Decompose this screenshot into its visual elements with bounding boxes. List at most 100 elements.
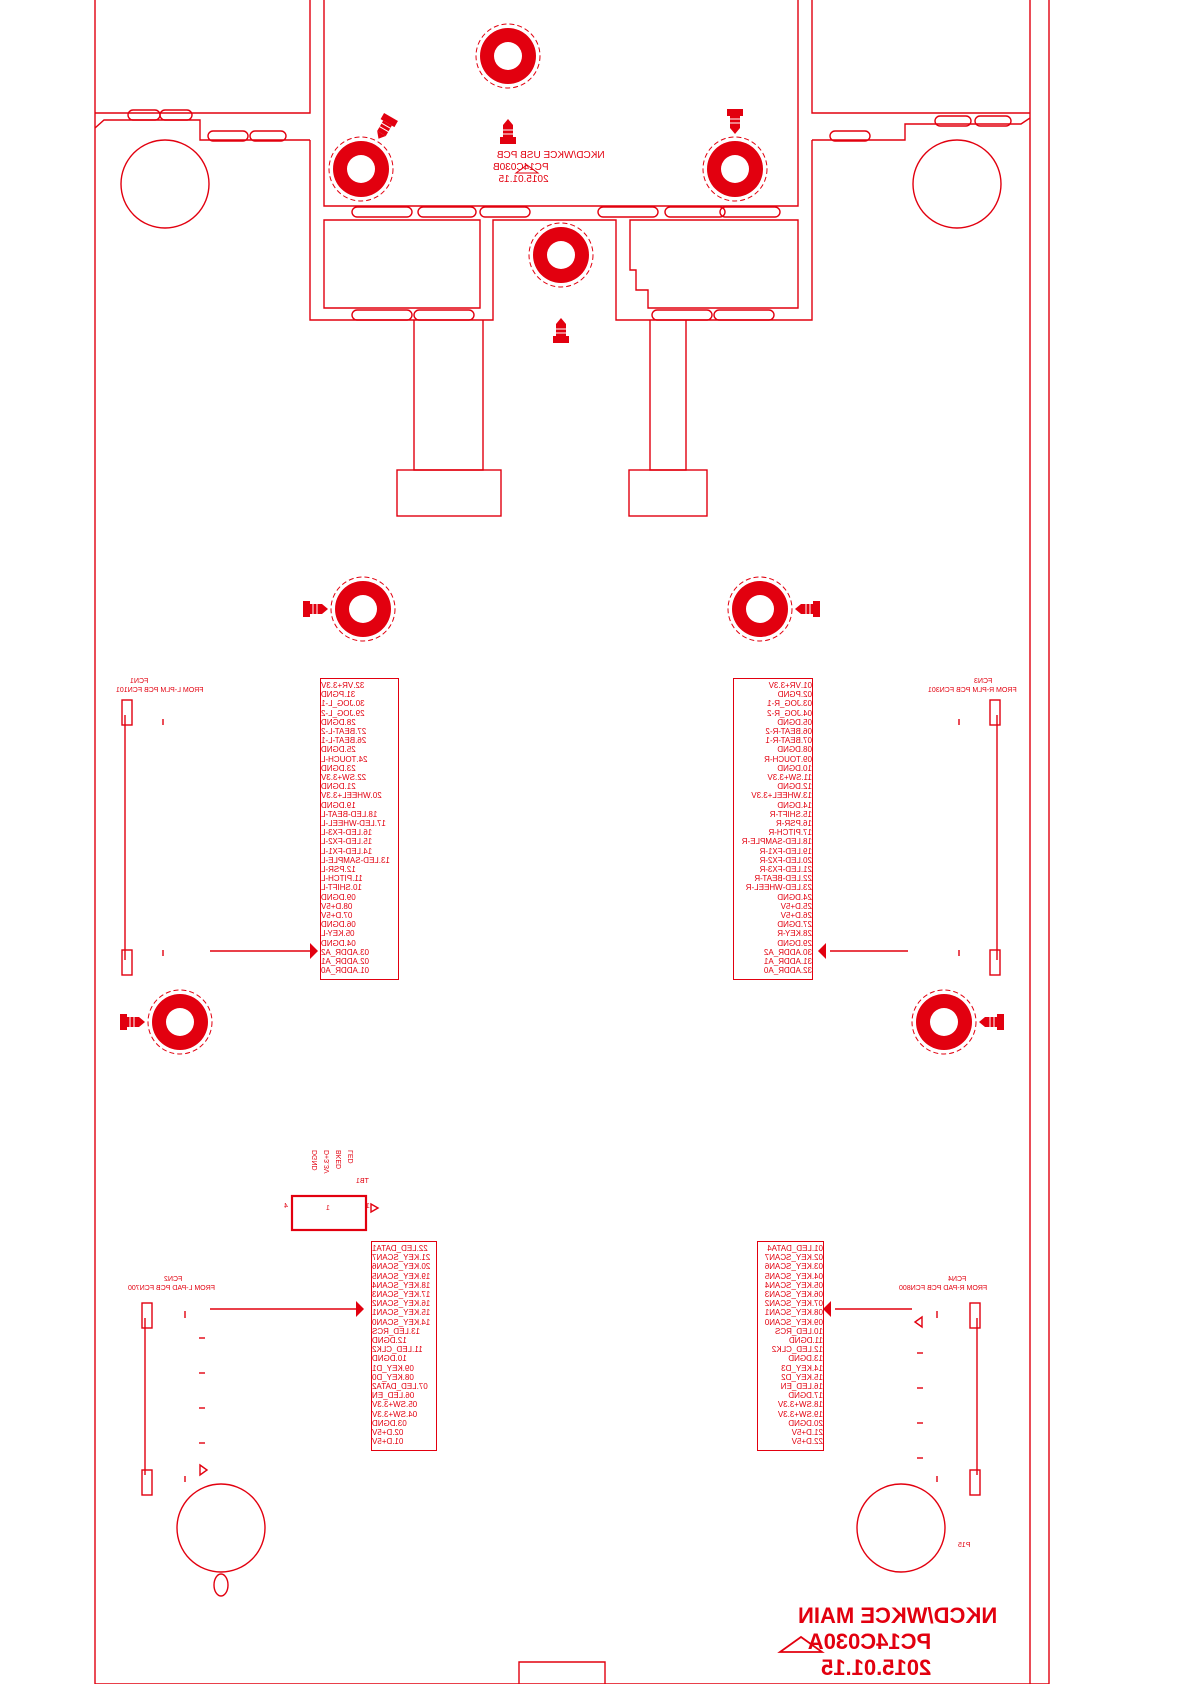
fcn4-pin-label: 16.LED_EN [780,1382,823,1392]
fcn1-pin-label: 11.PITCH-L [321,874,363,884]
tb1-pin-right: 1 [366,1203,370,1210]
fcn4-pin-label: 20.DGND [788,1418,823,1428]
fcn2-pin-label: 12.DGND [372,1336,407,1346]
fcn1-pin-label: 14.LED-FX1-L [321,846,373,856]
fcn3-pin-label: 25.D+5V [780,901,812,911]
fcn3-pin-label: 27.DGND [777,920,812,930]
fcn3-pin-label: 04.JOG_R-2 [767,708,812,718]
fcn3-pin-label: 19.LED-FX1-R [759,846,812,856]
fcn4-pin-label: 01.LED_DATA4 [767,1244,823,1253]
fcn3-pin-label: 07.BEAT-R-1 [765,736,812,746]
fcn1-pin-label: 08.D+5V [321,901,353,911]
fcn4-pin-label: 02.KEY_SCAN7 [764,1253,823,1263]
fcn3-pin-label: 23.LED-WHEEL-R [745,883,812,893]
fcn3-pin-label: 01.VR+3.3V [768,681,812,690]
fcn2-pin-label: 20.KEY_SCAN6 [372,1262,431,1272]
fcn1-pin-label: 20.WHEEL+3.3V [321,791,382,801]
fcn2-pin-label: 01.D+5V [372,1437,404,1447]
fcn1-pin-label: 21.DGND [321,782,356,792]
fcn1-pin-label: 03.ADDR_A2 [321,947,370,957]
fcn3-pin-label: 02.PGND [777,690,812,700]
fcn2-pin-label: 18.KEY_SCAN4 [372,1280,431,1290]
mounting-hole [119,989,213,1055]
fcn3-pin-label: 13.WHEEL+3.3V [751,791,812,801]
fcn1-pin-label: 18.LED-BEAT-L [321,809,378,819]
fcn4-pin-label: 14.KEY_D3 [781,1363,823,1373]
tb1-pin-label: BKED [336,1150,343,1170]
fcn1-pin-label: 19.DGND [321,800,356,810]
fcn2-subtitle: FROM L-PAD PCB FCN700 [128,1285,215,1292]
fcn3-pin-label: 09.TOUCH-R [764,754,812,764]
fcn4-pin-label: 21.D+5V [791,1428,823,1438]
fcn2-pin-label: 10.DGND [372,1354,407,1364]
fcn1-title: FCN1 [130,678,149,685]
fcn3-pin-label: 21.LED-FX3-R [759,865,812,875]
main-label-line2: PC14C030A [807,1629,932,1654]
fcn1-pin-label: 07.D+5V [321,911,353,921]
fcn3-subtitle: FROM R-PLM PCB FCN301 [928,687,1017,694]
fcn4-pin-label: 10.LED_RCS [774,1326,823,1336]
fcn1-pin-label: 24.TOUCH-L [321,754,368,764]
fcn4-pin-label: 19.SW+3.3V [777,1409,823,1419]
fcn3-pin-label: 20.LED-FX2-R [759,855,812,865]
pin-one-mark: 1 [326,1205,330,1212]
fcn4-pin-label: 13.DGND [788,1354,823,1364]
fcn4-subtitle: FROM R-PAD PCB FCN800 [899,1285,988,1292]
tb1-pin-label: LED [348,1150,355,1164]
fcn4-pin-label: 07.KEY_SCAN2 [764,1299,823,1309]
fcn3-pin-label: 10.DGND [777,763,812,773]
fcn4-pin-label: 17.DGND [788,1391,823,1401]
fcn1-pin-label: 23.DGND [321,763,356,773]
fcn4-pin-label: 15.KEY_D2 [781,1372,823,1382]
fcn4-pin-label: 22.D+5V [791,1437,823,1447]
fcn3-pin-label: 08.DGND [777,745,812,755]
mounting-hole [475,23,541,145]
fcn2-pin-label: 06.LED_EN [372,1391,415,1401]
fcn1-pin-label: 10.SHIFT-L [321,883,362,893]
fcn3-pin-label: 15.SHIFT-R [769,809,812,819]
fcn3-pin-label: 12.DGND [777,782,812,792]
tb1-pin-label: DGND [312,1150,319,1171]
fcn4-pin-label: 12.LED_CLK2 [771,1345,823,1355]
fcn3-pin-label: 29.DGND [777,938,812,948]
fcn1-pin-label: 13.LED-SAMPLE-L [321,855,390,865]
fcn1-pin-label: 26.BEAT-L-1 [321,736,367,746]
fcn1-pin-label: 28.DGND [321,717,356,727]
main-board-label: NKCD/WKCE MAIN PC14C030A 2015.01.15 [798,1603,997,1681]
fcn2-pin-label: 11.LED_CLK2 [372,1345,423,1355]
fcn2-pin-label: 08.KEY_D0 [372,1372,414,1382]
main-label-line3: 2015.01.15 [821,1655,932,1680]
fcn3-pin-label: 17.PITCH-R [768,828,812,838]
fcn2-pin-label: 13.LED_RCS [372,1326,421,1336]
fcn2-pin-label: 21.KEY_SCAN7 [372,1253,431,1263]
usb-pcb-label: NKCD/WKCE USB PCB PC14C030B 2015.01.15 [493,150,605,186]
fcn3-pin-label: 16.PSR-R [775,819,812,829]
fcn1-pin-label: 16.LED-FX3-L [321,828,373,838]
fcn2-pin-label: 22.LED_DATA1 [372,1244,428,1253]
usb-label-line1: NKCD/WKCE USB PCB [496,150,605,161]
usb-label-line2: PC14C030B [493,162,549,173]
fcn2-pin-label: 05.SW+3.3V [372,1400,418,1410]
fcn1-pin-label: 30.JOG_L-1 [321,699,365,709]
tb1-pin-left: 4 [284,1203,288,1210]
fcn1-pin-label: 04.DGND [321,938,356,948]
fcn1-pin-label: 25.DGND [321,745,356,755]
fcn1-pin-label: 27.BEAT-L-2 [321,727,367,737]
main-label-line1: NKCD/WKCE MAIN [798,1603,998,1628]
fcn2-pin-label: 04.SW+3.3V [372,1409,418,1419]
fcn1-pin-label: 29.JOG_L-2 [321,708,365,718]
fcn4-pin-label: 05.KEY_SCAN4 [764,1280,823,1290]
fcn1-subtitle: FROM L-PLM PCB FCN101 [116,687,204,694]
fcn1-pin-label: 01.ADDR_A0 [321,966,370,976]
fcn3-pin-label: 18.LED-SAMPLE-R [741,837,812,847]
fcn2-pin-label: 09.KEY_D1 [372,1363,414,1373]
fcn1-pin-label: 32.VR+3.3V [321,681,365,690]
fcn4-pin-label: 11.DGND [788,1336,823,1346]
mounting-hole [328,112,399,202]
fcn2-pin-label: 07.LED_DATA2 [372,1382,428,1392]
